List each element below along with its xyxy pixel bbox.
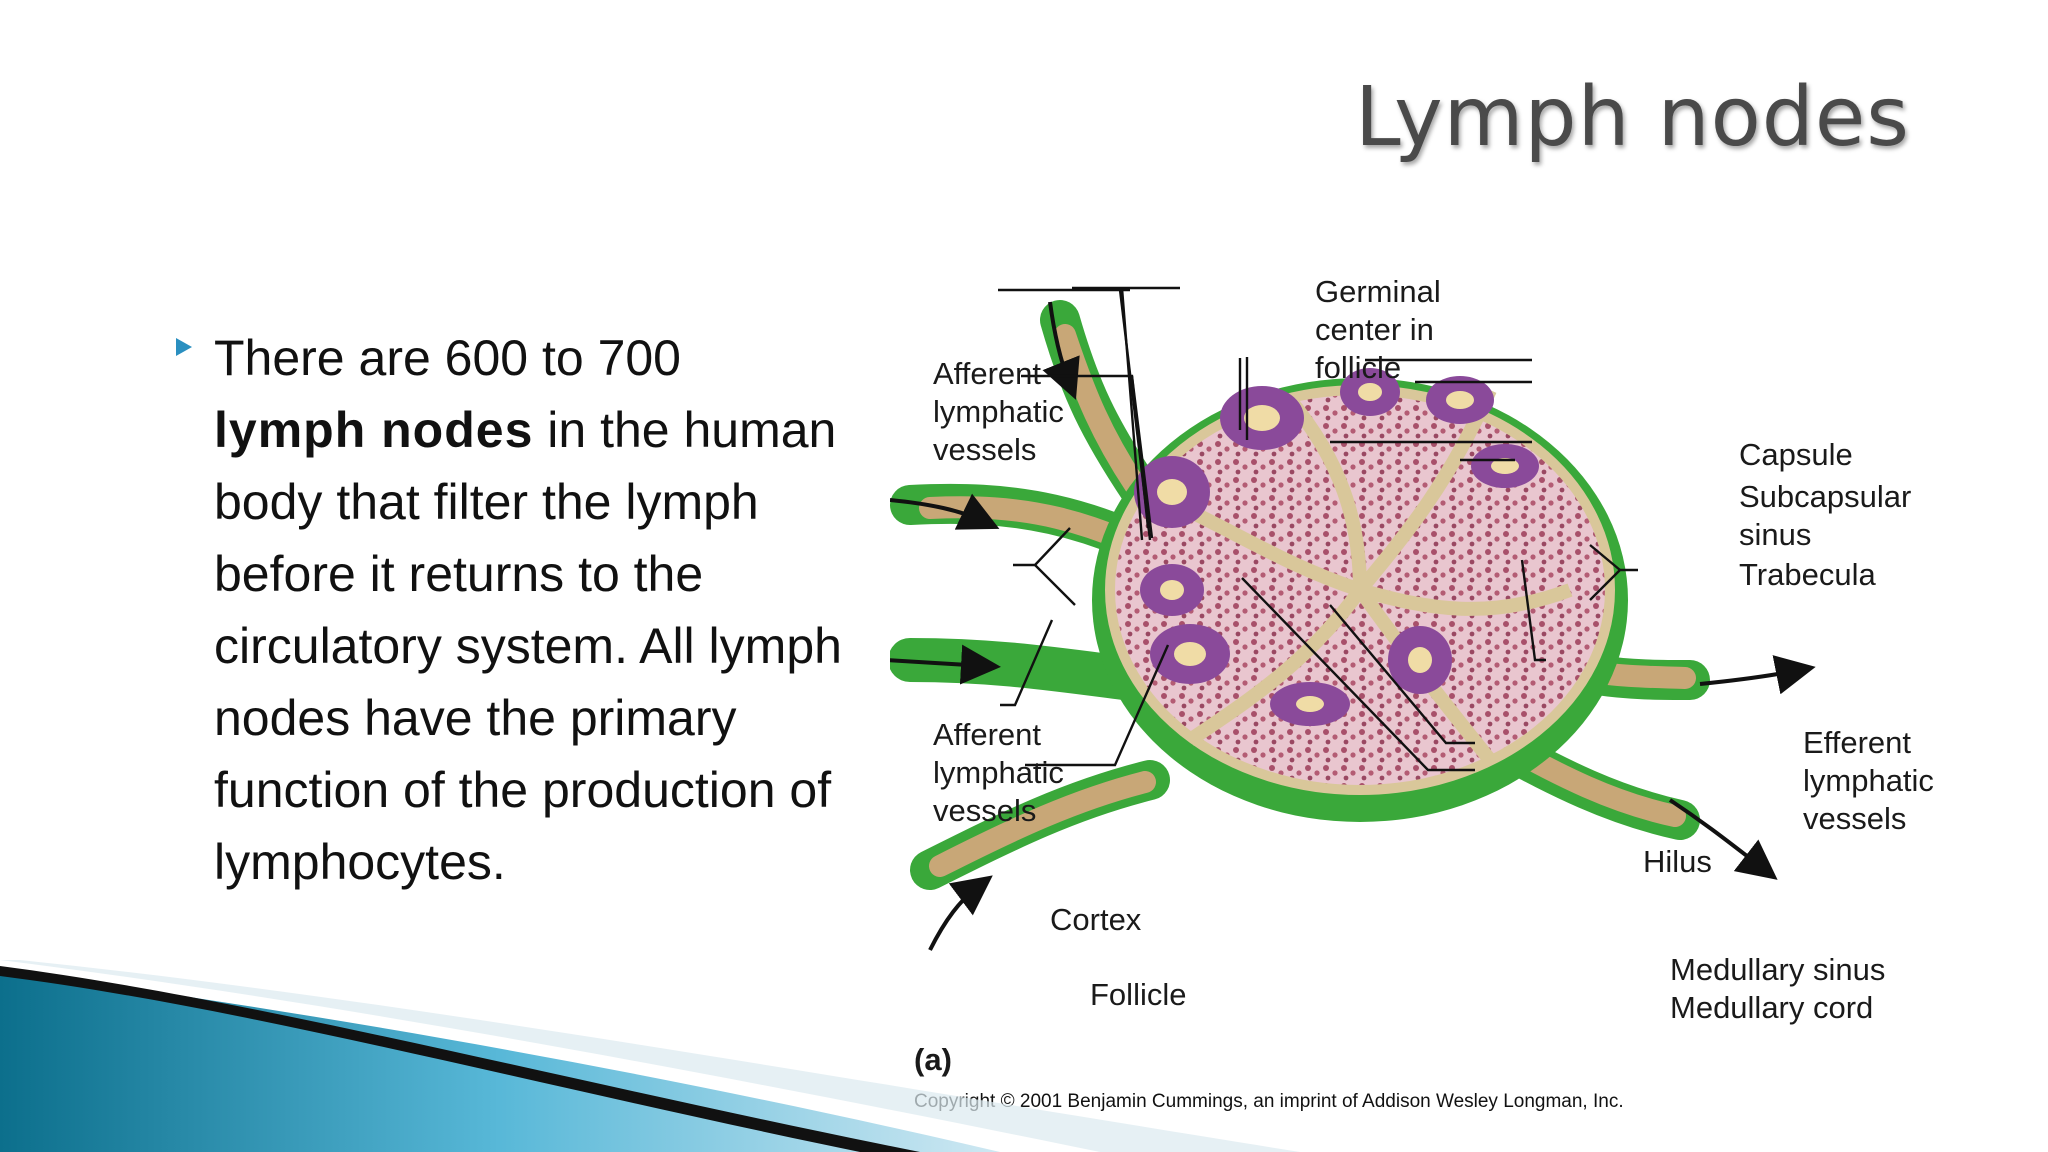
body-paragraph: There are 600 to 700 lymph nodes in the h…: [214, 322, 874, 898]
slide-title: Lymph nodes: [1354, 70, 1910, 165]
trabeculae: [1137, 387, 1573, 765]
label-connectors: [1000, 358, 1638, 772]
body-text-rest: in the human body that filter the lymph …: [214, 402, 842, 890]
afferent-vessel-top: [1040, 300, 1160, 510]
decorative-swoosh: [0, 960, 1300, 1152]
body-text-bold: lymph nodes: [214, 402, 534, 458]
afferent-vessel-bottom-left: [910, 760, 1170, 890]
flow-arrows: [890, 301, 1816, 951]
lymph-node-diagram: Germinal: [890, 286, 1816, 951]
follicles: [1134, 368, 1539, 726]
body-text-lead: There are 600 to 700: [214, 330, 681, 386]
bullet-marker-icon: [176, 338, 192, 356]
